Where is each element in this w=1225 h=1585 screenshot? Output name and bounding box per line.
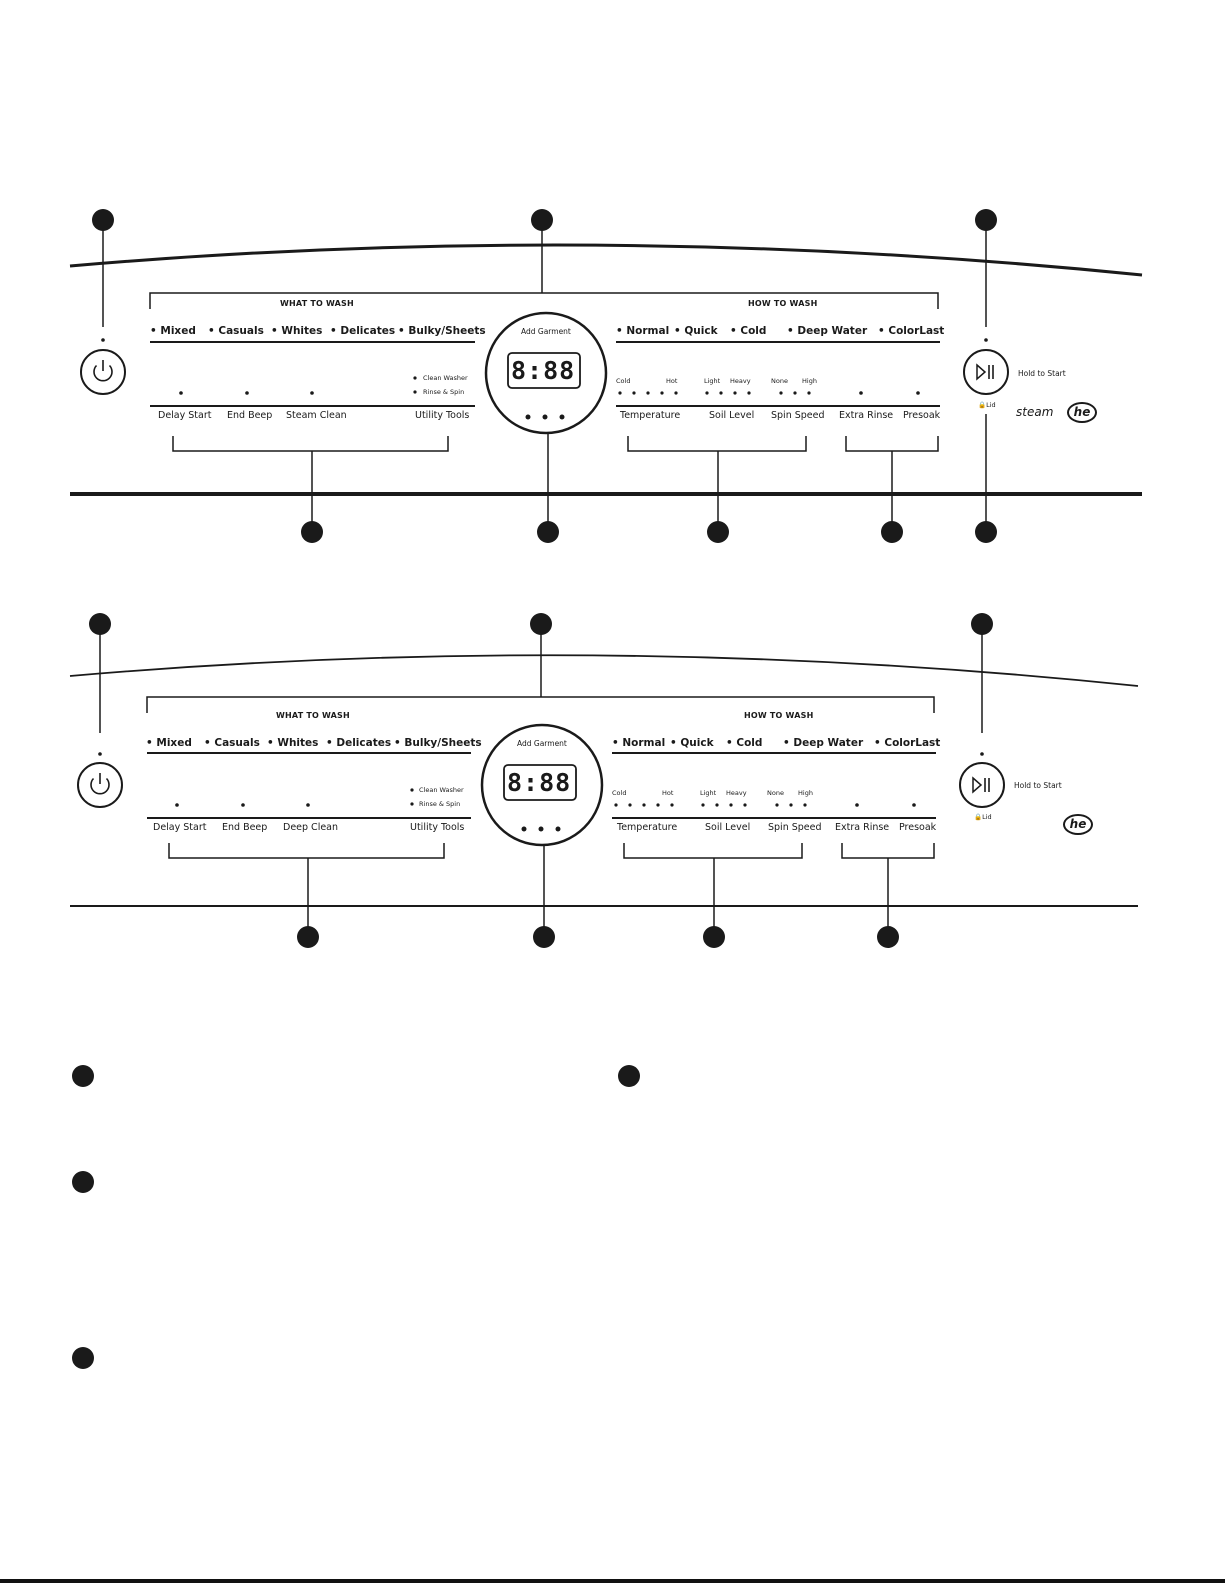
cycle-colorlast[interactable]: • ColorLast (878, 325, 945, 337)
cycle-casuals[interactable]: • Casuals (204, 737, 260, 749)
what-to-wash-heading: WHAT TO WASH (280, 299, 354, 308)
cycle-mixed[interactable]: • Mixed (146, 737, 192, 749)
cycle-cold[interactable]: • Cold (726, 737, 763, 749)
add-garment-label: Add Garment (521, 327, 571, 336)
option-delay-start[interactable]: Delay Start (153, 822, 207, 833)
legend-bullet (72, 1065, 94, 1087)
callout-options-left (301, 521, 323, 543)
soil-light-label: Light (700, 789, 717, 797)
option-steam-clean[interactable]: Steam Clean (286, 410, 347, 421)
page-bottom-rule (0, 1579, 1225, 1583)
callout-display (533, 926, 555, 948)
hold-to-start-label: Hold to Start (1018, 369, 1066, 378)
cycle-deep-water[interactable]: • Deep Water (787, 325, 868, 337)
panel-b-linework (69, 613, 1139, 948)
cycle-casuals[interactable]: • Casuals (208, 325, 264, 337)
cycle-mixed[interactable]: • Mixed (150, 325, 196, 337)
cycle-bulky-sheets[interactable]: • Bulky/Sheets (398, 325, 486, 337)
modifier-temperature[interactable]: Temperature (620, 410, 681, 421)
option-utility-tools[interactable]: Utility Tools (410, 822, 465, 833)
callout-extra-options (877, 926, 899, 948)
time-display: 8:88 (507, 768, 572, 797)
cycle-delicates[interactable]: • Delicates (326, 737, 392, 749)
soil-heavy-label: Heavy (730, 377, 751, 385)
utility-rinse-spin[interactable]: Rinse & Spin (423, 388, 465, 396)
option-presoak[interactable]: Presoak (899, 822, 937, 833)
modifier-soil-level[interactable]: Soil Level (705, 822, 751, 833)
cycle-dial[interactable] (484, 311, 608, 435)
callout-modifiers (707, 521, 729, 543)
temp-cold-label: Cold (612, 789, 627, 797)
status-dots (179, 376, 920, 395)
callout-extra-options (881, 521, 903, 543)
time-display: 8:88 (511, 356, 576, 385)
cycle-whites[interactable]: • Whites (267, 737, 319, 749)
option-presoak[interactable]: Presoak (903, 410, 941, 421)
spin-high-label: High (798, 789, 813, 797)
add-garment-label: Add Garment (517, 739, 567, 748)
cycle-dial[interactable] (480, 723, 604, 847)
panel-a-linework (69, 209, 1143, 543)
cycle-bulky-sheets[interactable]: • Bulky/Sheets (394, 737, 482, 749)
cycle-cold[interactable]: • Cold (730, 325, 767, 337)
spin-none-label: None (767, 789, 784, 797)
how-to-wash-heading: HOW TO WASH (748, 299, 818, 308)
start-pause-icon[interactable] (959, 762, 1005, 808)
spin-high-label: High (802, 377, 817, 385)
steam-logo: steam (1016, 405, 1054, 419)
callout-options-left (297, 926, 319, 948)
cycle-delicates[interactable]: • Delicates (330, 325, 396, 337)
hold-to-start-label: Hold to Start (1014, 781, 1062, 790)
lid-lock-label: 🔒Lid (974, 813, 992, 821)
callout-display (537, 521, 559, 543)
cycle-quick[interactable]: • Quick (670, 737, 714, 749)
control-panel-standard-model: WHAT TO WASH HOW TO WASH • Mixed • Casua… (60, 608, 1160, 968)
legend-bullet (72, 1347, 94, 1369)
cycle-quick[interactable]: • Quick (674, 325, 718, 337)
lid-lock-label: 🔒Lid (978, 401, 996, 409)
modifier-temperature[interactable]: Temperature (617, 822, 678, 833)
option-extra-rinse[interactable]: Extra Rinse (835, 822, 890, 833)
power-icon[interactable] (77, 762, 123, 808)
he-logo: he (1067, 402, 1097, 423)
utility-rinse-spin[interactable]: Rinse & Spin (419, 800, 461, 808)
legend-bullet (72, 1171, 94, 1193)
option-utility-tools[interactable]: Utility Tools (415, 410, 470, 421)
temp-hot-label: Hot (662, 789, 674, 797)
legend-bullet (618, 1065, 640, 1087)
what-to-wash-heading: WHAT TO WASH (276, 711, 350, 720)
callout-lid-lock (975, 521, 997, 543)
callout-modifiers (703, 926, 725, 948)
cycle-deep-water[interactable]: • Deep Water (783, 737, 864, 749)
modifier-spin-speed[interactable]: Spin Speed (771, 410, 825, 421)
option-delay-start[interactable]: Delay Start (158, 410, 212, 421)
temp-cold-label: Cold (616, 377, 631, 385)
option-end-beep[interactable]: End Beep (227, 410, 273, 421)
power-icon[interactable] (80, 349, 126, 395)
he-logo: he (1063, 814, 1093, 835)
cycle-normal[interactable]: • Normal (616, 325, 670, 337)
option-extra-rinse[interactable]: Extra Rinse (839, 410, 894, 421)
control-panel-steam-model: WHAT TO WASH HOW TO WASH • Mixed • Casua… (60, 200, 1160, 560)
utility-clean-washer[interactable]: Clean Washer (419, 786, 464, 794)
soil-heavy-label: Heavy (726, 789, 747, 797)
option-deep-clean[interactable]: Deep Clean (283, 822, 339, 833)
spin-none-label: None (771, 377, 788, 385)
cycle-normal[interactable]: • Normal (612, 737, 666, 749)
soil-light-label: Light (704, 377, 721, 385)
modifier-soil-level[interactable]: Soil Level (709, 410, 755, 421)
utility-clean-washer[interactable]: Clean Washer (423, 374, 468, 382)
cycle-whites[interactable]: • Whites (271, 325, 323, 337)
option-end-beep[interactable]: End Beep (222, 822, 268, 833)
temp-hot-label: Hot (666, 377, 678, 385)
start-pause-icon[interactable] (963, 349, 1009, 395)
cycle-colorlast[interactable]: • ColorLast (874, 737, 941, 749)
modifier-spin-speed[interactable]: Spin Speed (768, 822, 822, 833)
how-to-wash-heading: HOW TO WASH (744, 711, 814, 720)
status-dots (175, 788, 916, 807)
